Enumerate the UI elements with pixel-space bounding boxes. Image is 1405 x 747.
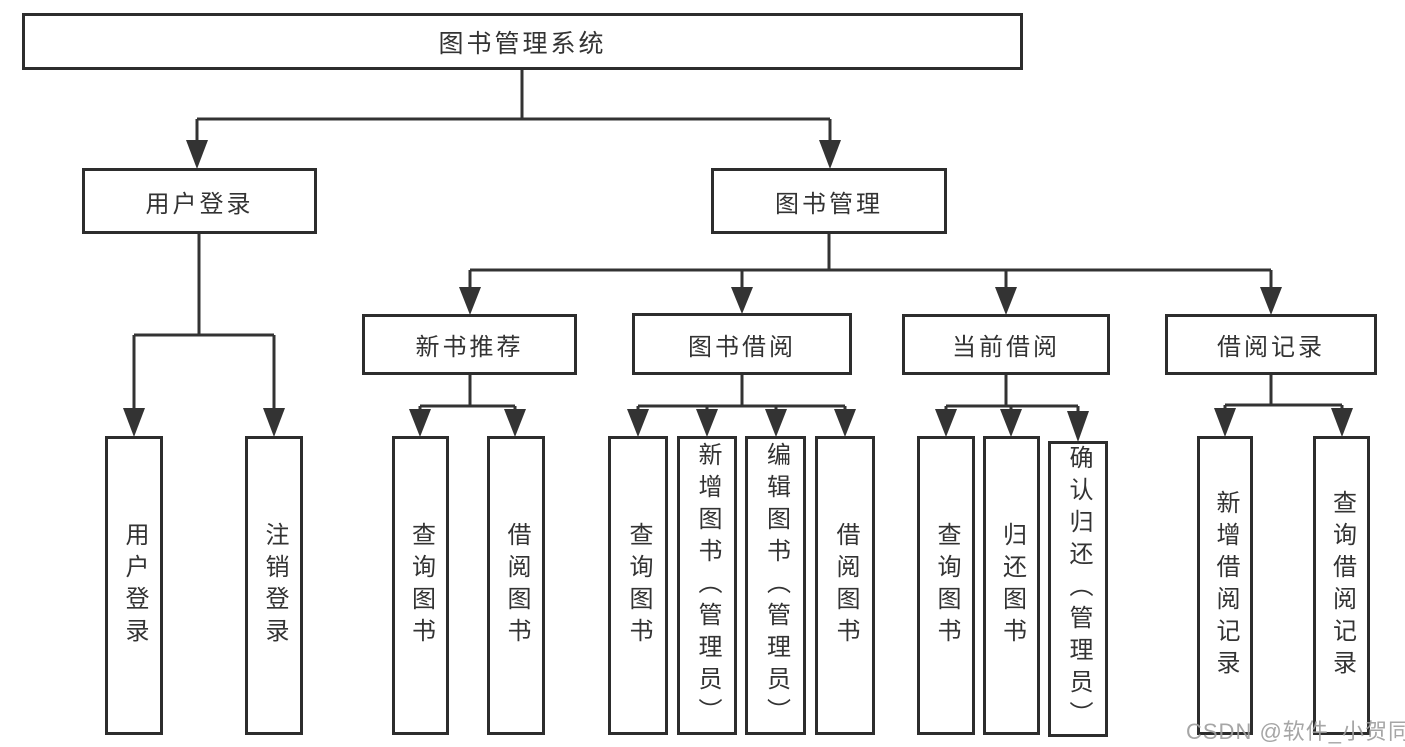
node-label: 图书管理 — [775, 190, 883, 218]
node-label: 查询图书 — [933, 521, 960, 650]
node-library-management-system: 图书管理系统 — [22, 13, 1023, 70]
node-borrow-records: 借阅记录 — [1165, 314, 1377, 375]
node-new-book-recommend: 新书推荐 — [362, 314, 577, 375]
node-label: 用户登录 — [121, 521, 148, 650]
leaf-logout-login: 注销登录 — [245, 436, 303, 735]
node-label: 查询图书 — [625, 521, 652, 650]
node-label: 归还图书 — [998, 521, 1026, 650]
leaf-add-books-admin: 新增图书（管理员） — [677, 436, 737, 735]
leaf-add-borrow-record: 新增借阅记录 — [1197, 436, 1253, 735]
leaf-user-login: 用户登录 — [105, 436, 163, 735]
node-label: 新书推荐 — [415, 334, 524, 361]
leaf-query-books-borrow: 查询图书 — [608, 436, 668, 735]
leaf-return-books: 归还图书 — [983, 436, 1040, 735]
node-label: 确认归还（管理员） — [1065, 445, 1092, 733]
node-label: 借阅记录 — [1217, 334, 1325, 361]
leaf-query-books-current: 查询图书 — [917, 436, 975, 735]
node-current-borrow: 当前借阅 — [902, 314, 1110, 375]
node-user-login: 用户登录 — [82, 168, 317, 234]
node-book-management: 图书管理 — [711, 168, 947, 234]
node-label: 用户登录 — [145, 190, 254, 218]
arrowheads — [123, 140, 1353, 442]
node-book-borrow: 图书借阅 — [632, 313, 852, 375]
node-label: 查询借阅记录 — [1328, 489, 1356, 682]
node-label: 借阅图书 — [832, 521, 859, 650]
node-label: 新增借阅记录 — [1212, 489, 1239, 682]
node-label: 图书借阅 — [688, 333, 796, 361]
node-label: 新增图书（管理员） — [694, 441, 721, 730]
leaf-edit-books-admin: 编辑图书（管理员） — [745, 436, 806, 735]
csdn-watermark: CSDN @软件_小贺同学 — [1186, 719, 1405, 744]
leaf-confirm-return-admin: 确认归还（管理员） — [1048, 441, 1108, 737]
node-label: 查询图书 — [407, 521, 435, 650]
node-label: 借阅图书 — [503, 521, 530, 650]
node-label: 当前借阅 — [952, 334, 1060, 361]
node-label: 编辑图书（管理员） — [762, 441, 790, 730]
leaf-borrow-books-recommend: 借阅图书 — [487, 436, 545, 735]
node-label: 注销登录 — [261, 521, 288, 650]
leaf-query-borrow-record: 查询借阅记录 — [1313, 436, 1370, 735]
leaf-borrow-books: 借阅图书 — [815, 436, 875, 735]
node-label: 图书管理系统 — [438, 29, 607, 58]
leaf-query-books-recommend: 查询图书 — [392, 436, 449, 735]
